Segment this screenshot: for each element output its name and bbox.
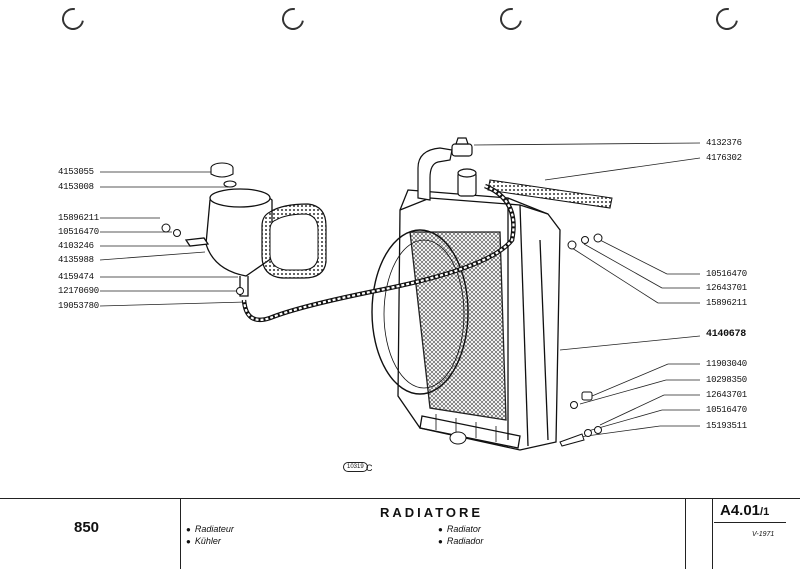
part-number-label: 12643701 (706, 283, 747, 293)
part-number-label: 10516470 (58, 227, 99, 237)
part-number-label: 10516470 (706, 269, 747, 279)
part-number-label: 15896211 (58, 213, 99, 223)
part-number-label: 4176302 (706, 153, 742, 163)
part-number-label: 12643701 (706, 390, 747, 400)
part-number-label: 15193511 (706, 421, 747, 431)
footer-divider (712, 498, 713, 569)
footer-divider (180, 498, 181, 569)
hardware-fasteners (161, 223, 603, 447)
plate-code: 10319 (343, 462, 368, 472)
footer-divider (685, 498, 686, 569)
main-part-number-label: 4140678 (706, 329, 746, 340)
reference-underline (714, 522, 786, 523)
part-number-label: 11903040 (706, 359, 747, 369)
translation-de: ●Kühler (186, 536, 221, 546)
translation-es: ●Radiador (438, 536, 484, 546)
edition-date: V-1971 (752, 531, 775, 538)
model-number: 850 (74, 519, 100, 536)
part-number-label: 4103246 (58, 241, 94, 251)
translation-fr: ●Radiateur (186, 524, 234, 534)
fan-shroud-ring (371, 229, 469, 395)
page-title: RADIATORE (380, 505, 484, 520)
footer-divider (0, 498, 800, 499)
part-number-label: 10516470 (706, 405, 747, 415)
part-number-label: 4153055 (58, 167, 94, 177)
leader-lines (99, 142, 701, 439)
part-number-label: 4153008 (58, 182, 94, 192)
part-number-label: 19053780 (58, 301, 99, 311)
expansion-tank (184, 188, 273, 297)
part-number-label: 10298350 (706, 375, 747, 385)
tank-cap (210, 162, 237, 188)
part-number-label: 15896211 (706, 298, 747, 308)
plate-suffix: C (366, 463, 373, 473)
section-reference: A4.01/1 (720, 502, 770, 519)
filler-neck (417, 137, 477, 201)
part-number-label: 12170690 (58, 286, 99, 296)
part-number-label: 4159474 (58, 272, 94, 282)
part-number-label: 4132376 (706, 138, 742, 148)
radiator-frame (397, 189, 561, 451)
part-number-label: 4135988 (58, 255, 94, 265)
translation-en: ●Radiator (438, 524, 481, 534)
